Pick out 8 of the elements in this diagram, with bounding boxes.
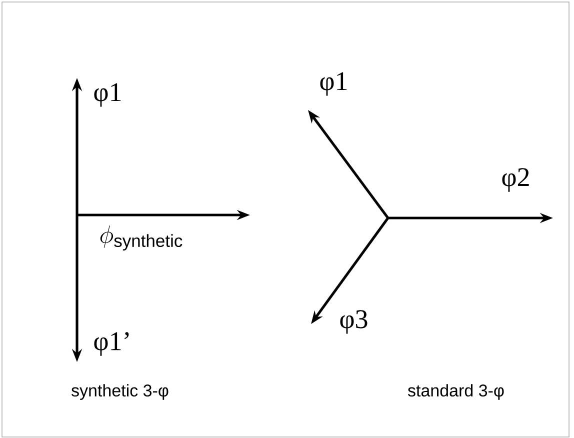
phase-label: φ3: [340, 310, 368, 334]
phase-label: φ1: [94, 83, 121, 107]
phase-label: φ1: [320, 72, 347, 96]
caption-text: synthetic 3-φ: [72, 384, 168, 400]
phase-label: $\phi_{\mathrm{synthetic}}$: [100, 226, 182, 250]
phase-label: φ1’: [94, 332, 129, 356]
phase-label: φ2: [502, 168, 529, 192]
caption-text: standard 3-φ: [408, 384, 504, 400]
